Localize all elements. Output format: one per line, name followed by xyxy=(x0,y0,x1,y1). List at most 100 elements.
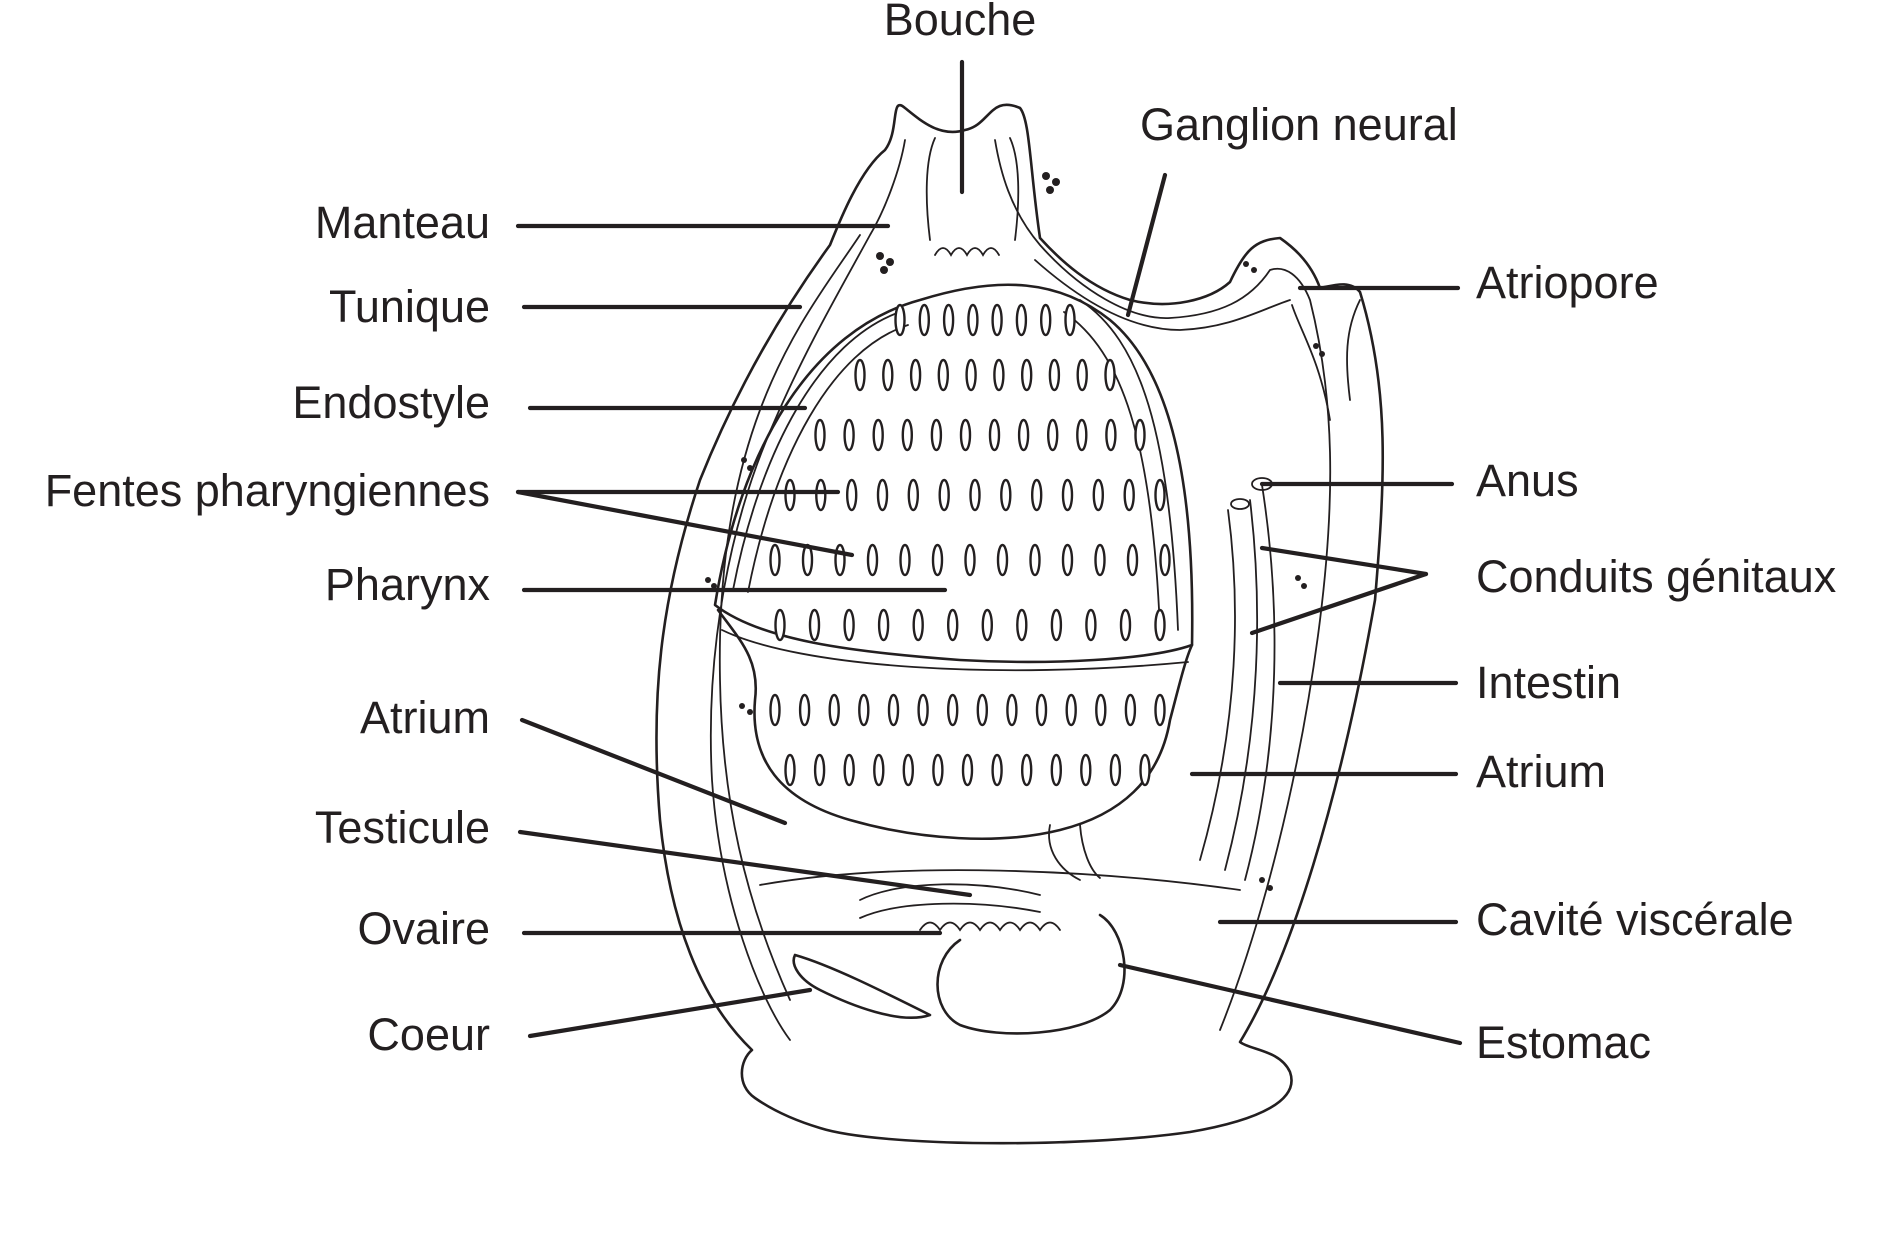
pharyngeal-slit xyxy=(1085,608,1097,642)
pharyngeal-slit xyxy=(815,478,827,512)
label-intestin: Intestin xyxy=(1476,657,1621,708)
label-bouche: Bouche xyxy=(884,0,1037,45)
pharyngeal-slit xyxy=(991,303,1003,337)
pharyngeal-slit xyxy=(947,693,959,727)
pharyngeal-slit xyxy=(854,358,866,392)
pharyngeal-slit xyxy=(976,693,988,727)
pharyngeal-slit xyxy=(967,303,979,337)
pharyngeal-slit xyxy=(1017,418,1030,452)
pharyngeal-slit xyxy=(969,478,981,512)
pharyngeal-slit xyxy=(1154,693,1166,727)
label-tunique: Tunique xyxy=(329,281,490,332)
pharyngeal-slit xyxy=(1134,418,1146,452)
testis xyxy=(859,883,1041,919)
pharyngeal-slit xyxy=(1020,753,1033,787)
pharyngeal-slit xyxy=(932,753,944,787)
labels: Bouche Ganglion neural Manteau Tunique E… xyxy=(45,0,1837,1068)
leader-estomac xyxy=(1117,962,1463,1046)
pharyngeal-slit xyxy=(1080,753,1092,787)
leader-conduits-1 xyxy=(1259,545,1429,577)
pharyngeal-slit xyxy=(899,543,911,577)
pharyngeal-slit xyxy=(1039,303,1052,337)
pharyngeal-slit xyxy=(1035,693,1048,727)
pharyngeal-slit xyxy=(1016,608,1028,642)
pharynx-outline xyxy=(713,283,1194,664)
label-testicule: Testicule xyxy=(315,802,490,853)
pharyngeal-slit xyxy=(1076,418,1088,452)
pharyngeal-slit xyxy=(834,543,846,577)
heart xyxy=(792,953,932,1019)
intestine-tube xyxy=(1199,484,1276,881)
pharyngeal-slit xyxy=(784,753,796,787)
pharyngeal-slits-group xyxy=(769,303,1171,787)
label-cavite-viscerale: Cavité viscérale xyxy=(1476,894,1794,945)
pharyngeal-slit xyxy=(931,543,944,577)
pharyngeal-slit xyxy=(901,418,913,452)
pharyngeal-slit xyxy=(1061,478,1074,512)
pharyngeal-slit xyxy=(814,418,826,452)
dorsal-lamina xyxy=(1063,299,1179,631)
ascidian-body xyxy=(655,103,1385,1145)
pharyngeal-slit xyxy=(882,358,894,392)
leader-fentes-2 xyxy=(515,489,855,558)
pharyngeal-slit xyxy=(1094,543,1106,577)
pharyngeal-slit xyxy=(961,753,974,787)
pharyngeal-slit xyxy=(1000,478,1012,512)
pharyngeal-slit xyxy=(1139,753,1151,787)
pharyngeal-slit xyxy=(959,418,972,452)
pharyngeal-slit xyxy=(1046,418,1059,452)
pharyngeal-slit xyxy=(1030,478,1043,512)
pharyngeal-slit xyxy=(902,753,914,787)
pharyngeal-slit xyxy=(873,753,885,787)
pharyngeal-slit xyxy=(907,478,919,512)
pharyngeal-slit xyxy=(894,303,906,337)
pharyngeal-slit xyxy=(1095,693,1107,727)
pharyngeal-slit xyxy=(930,418,943,452)
leader-testicule xyxy=(517,829,973,898)
pharyngeal-slit xyxy=(1061,543,1074,577)
label-ganglion-neural: Ganglion neural xyxy=(1140,99,1458,150)
label-pharynx: Pharynx xyxy=(325,559,491,610)
pharyngeal-slit xyxy=(1092,478,1105,512)
pharyngeal-slit xyxy=(1064,303,1076,337)
pharyngeal-slit xyxy=(1109,753,1122,787)
pharyngeal-slit xyxy=(1006,693,1018,727)
label-ovaire: Ovaire xyxy=(357,903,490,954)
pharyngeal-slit xyxy=(996,543,1009,577)
pharyngeal-slit xyxy=(1119,608,1132,642)
pharyngeal-slit xyxy=(1050,753,1063,787)
oral-tentacles xyxy=(934,247,1000,257)
pharyngeal-slit xyxy=(909,358,922,392)
leader-lines xyxy=(515,59,1463,1046)
pharyngeal-slit xyxy=(1029,543,1041,577)
label-fentes-pharyngiennes: Fentes pharyngiennes xyxy=(45,465,490,516)
pharyngeal-slit xyxy=(947,608,959,642)
pharyngeal-slit xyxy=(981,608,993,642)
pharyngeal-slit xyxy=(993,358,1005,392)
pharyngeal-slit xyxy=(1065,693,1077,727)
pharyngeal-slit xyxy=(813,753,826,787)
pharyngeal-slit xyxy=(866,543,879,577)
pharyngeal-slit xyxy=(1048,358,1061,392)
label-atriopore: Atriopore xyxy=(1476,257,1659,308)
pharyngeal-slit xyxy=(784,478,796,512)
label-manteau: Manteau xyxy=(315,197,490,248)
pharyngeal-slit xyxy=(801,543,814,577)
tunic-outline xyxy=(655,103,1385,1145)
label-endostyle: Endostyle xyxy=(292,377,490,428)
pharyngeal-slit xyxy=(769,543,781,577)
tunic-dots xyxy=(705,172,1325,891)
atrial-siphon xyxy=(1291,299,1361,421)
pharyngeal-slit xyxy=(1076,358,1088,392)
pharyngeal-slit xyxy=(828,693,840,727)
leader-atrium-left xyxy=(519,717,788,826)
lower-pharynx-basket xyxy=(716,608,1194,841)
pharyngeal-slit xyxy=(1123,478,1135,512)
label-atrium-left: Atrium xyxy=(360,692,490,743)
pharyngeal-slit xyxy=(872,418,884,452)
pharyngeal-slit xyxy=(1126,543,1139,577)
pharyngeal-slit xyxy=(942,303,955,337)
pharyngeal-slit xyxy=(991,753,1003,787)
pharyngeal-slit xyxy=(1105,418,1117,452)
